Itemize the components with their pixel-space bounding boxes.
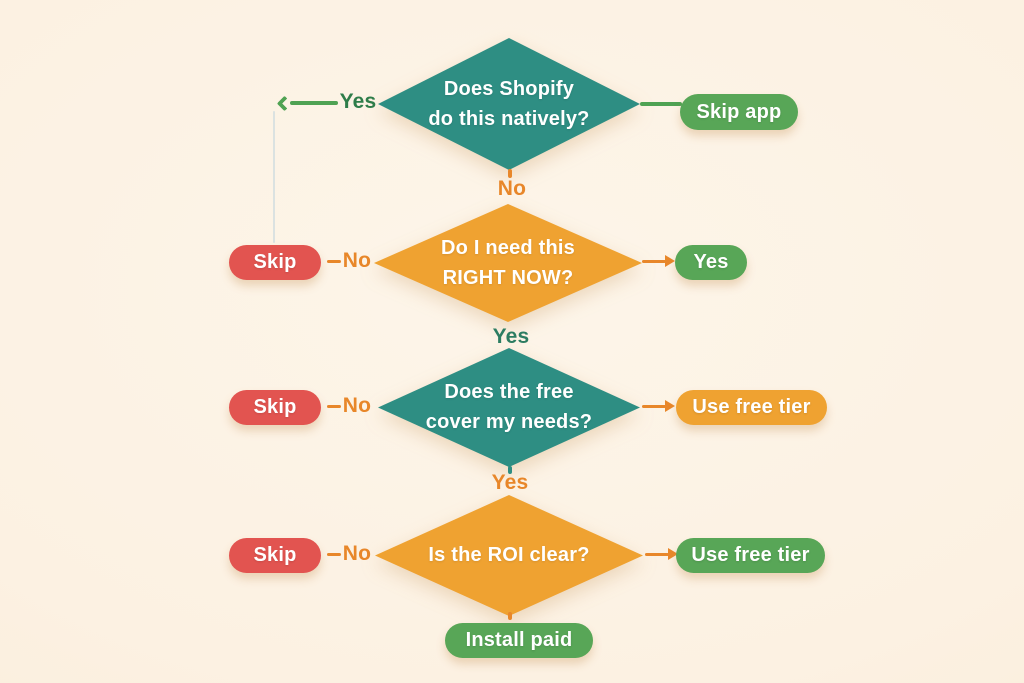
connector-row1-bottom xyxy=(508,169,512,178)
connector-row1-right xyxy=(640,102,682,106)
decision-label: Does the free cover my needs? xyxy=(378,348,640,467)
edge-label-yes: Yes xyxy=(339,90,377,113)
decision-shopify-natively: Does Shopify do this natively? xyxy=(378,38,640,170)
pill-skip-row3: Skip xyxy=(229,390,321,425)
pill-use-free-tier-green: Use free tier xyxy=(676,538,825,573)
edge-label-yes: Yes xyxy=(491,471,529,494)
pill-yes: Yes xyxy=(675,245,747,280)
connector-row3-left-dash xyxy=(327,405,341,408)
connector-row3-bottom xyxy=(508,466,512,474)
decision-text-line: Do I need this xyxy=(441,236,575,259)
connector-row1-left xyxy=(290,101,338,105)
connector-row3-right xyxy=(642,405,666,408)
pill-skip-row2: Skip xyxy=(229,245,321,280)
decision-label: Do I need this RIGHT NOW? xyxy=(374,204,642,322)
decision-free-covers-needs: Does the free cover my needs? xyxy=(378,348,640,467)
decision-text-line: do this natively? xyxy=(428,107,590,130)
decision-text-line: RIGHT NOW? xyxy=(442,266,574,289)
pill-install-paid: Install paid xyxy=(445,623,593,658)
decision-roi-clear: Is the ROI clear? xyxy=(375,495,643,616)
pill-use-free-tier-orange: Use free tier xyxy=(676,390,827,425)
decision-text-line: Does the free xyxy=(444,381,574,403)
decision-need-right-now: Do I need this RIGHT NOW? xyxy=(374,204,642,322)
pill-skip-app: Skip app xyxy=(680,94,798,130)
decision-text-line: cover my needs? xyxy=(425,411,593,433)
decision-label: Is the ROI clear? xyxy=(375,495,643,616)
arrowhead-right-icon xyxy=(665,400,675,412)
connector-row4-left-dash xyxy=(327,553,341,556)
connector-trace-yes-down xyxy=(273,111,275,243)
edge-label-no: No xyxy=(497,177,527,200)
decision-text-line: Does Shopify xyxy=(443,77,575,100)
decision-label: Does Shopify do this natively? xyxy=(378,38,640,170)
connector-row4-right xyxy=(645,553,669,556)
edge-label-no: No xyxy=(342,249,372,272)
arrowhead-right-icon xyxy=(668,548,678,560)
decision-text-line: Is the ROI clear? xyxy=(428,544,590,566)
connector-row2-left-dash xyxy=(327,260,341,263)
connector-row2-right xyxy=(642,260,666,263)
arrowhead-right-icon xyxy=(665,255,675,267)
pill-skip-row4: Skip xyxy=(229,538,321,573)
edge-label-no: No xyxy=(342,542,372,565)
edge-label-yes: Yes xyxy=(492,325,530,348)
connector-row4-bottom xyxy=(508,612,512,620)
edge-label-no: No xyxy=(342,394,372,417)
